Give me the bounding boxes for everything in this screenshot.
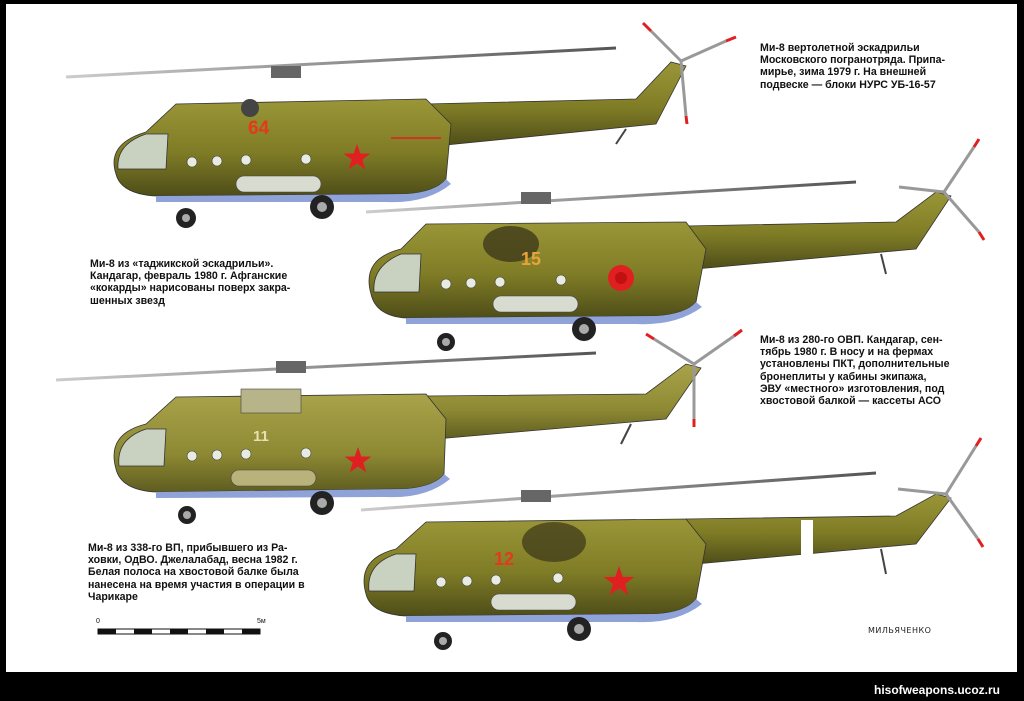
watermark: hisofweapons.ucoz.ru xyxy=(874,683,1001,697)
helicopter-2 xyxy=(365,138,986,351)
scale-start-label: 0 xyxy=(96,618,100,625)
board-number-heli1: 64 xyxy=(248,118,270,139)
main-rotor-blade xyxy=(360,471,877,512)
board-number-heli2: 15 xyxy=(521,249,542,269)
board-number-heli4: 12 xyxy=(494,549,515,569)
scale-end-label: 5м xyxy=(257,618,266,625)
helicopter-3 xyxy=(55,328,743,524)
main-rotor-blade xyxy=(55,351,597,382)
main-rotor-blade xyxy=(365,180,857,214)
artist-signature: МИЛЬЯЧЕНКО xyxy=(868,626,932,635)
caption-heli3: Ми-8 из 280-го ОВП. Кандагар, сен- тябрь… xyxy=(760,334,950,408)
caption-heli1: Ми-8 вертолетной эскадрильи Московского … xyxy=(760,42,946,91)
scale-bar xyxy=(97,628,261,635)
caption-heli2: Ми-8 из «таджикской эскадрильи». Кандага… xyxy=(90,258,291,307)
helicopter-1 xyxy=(65,21,737,228)
helicopter-4 xyxy=(360,437,985,650)
board-number-heli3: 11 xyxy=(253,428,269,445)
helicopter-artwork xyxy=(55,21,986,650)
caption-heli4: Ми-8 из 338-го ВП, прибывшего из Ра- хов… xyxy=(88,542,305,603)
white-tail-stripe xyxy=(801,520,813,556)
main-rotor-blade xyxy=(65,46,617,79)
illustration-plate: 64 15 11 12 Ми-8 вертолетной эскадрильи … xyxy=(6,4,1017,672)
